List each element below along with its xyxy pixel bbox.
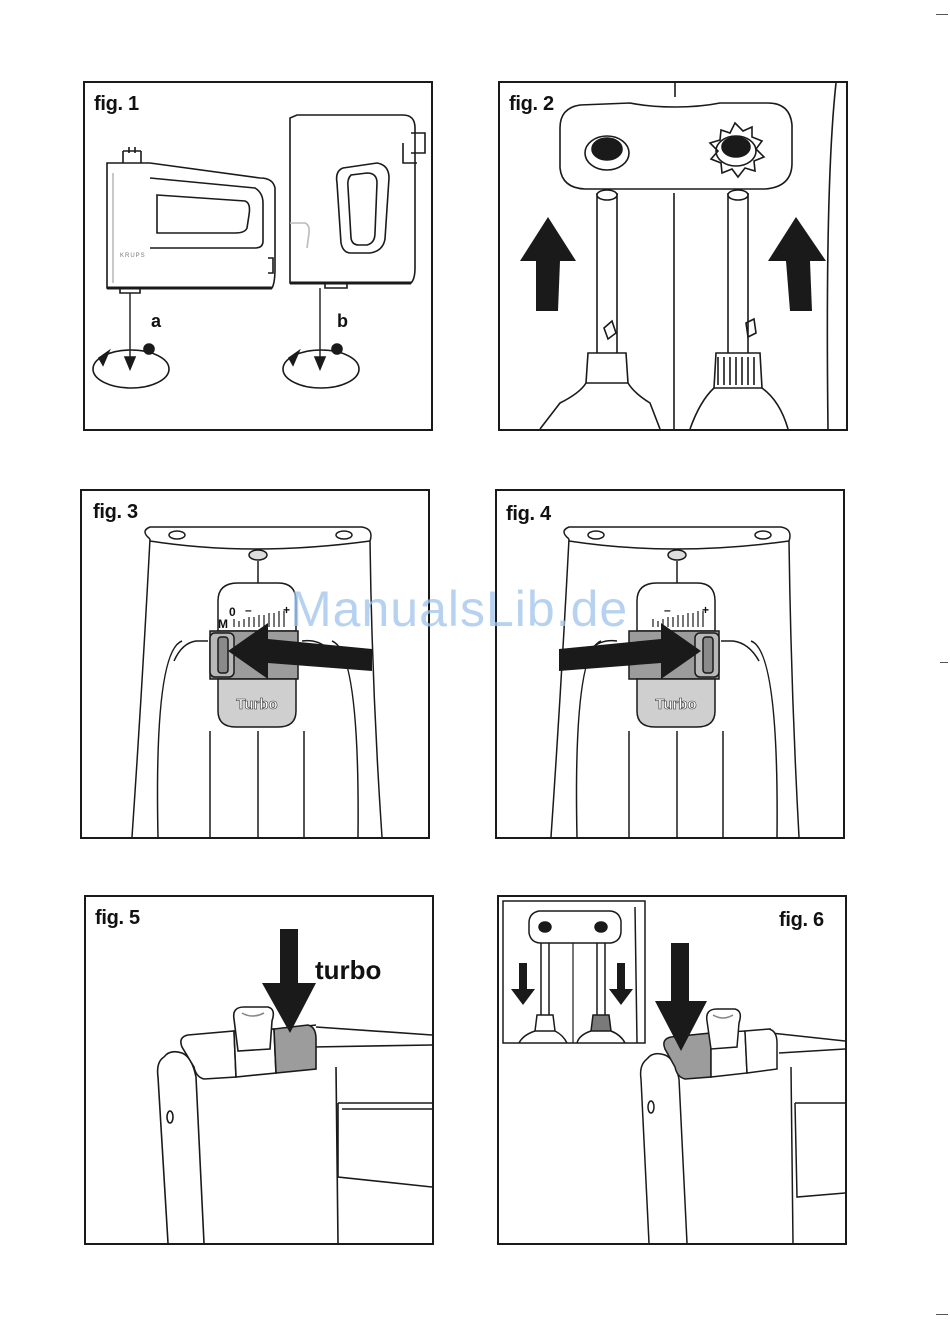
figure-4-turbo-button: Turbo: [637, 696, 715, 713]
figure-4-dial-plus: +: [702, 603, 709, 617]
figure-3-panel: fig. 3: [80, 489, 430, 839]
figure-4-panel: fig. 4 – +: [495, 489, 845, 839]
figure-5-turbo-callout: turbo: [315, 955, 381, 986]
figure-6-label: fig. 6: [779, 909, 824, 932]
figure-2-panel: fig. 2: [498, 81, 848, 431]
figure-1-callout-b: b: [337, 311, 348, 332]
figure-5-label: fig. 5: [95, 907, 140, 930]
crop-mark-bottom-right: [936, 1314, 948, 1315]
figure-3-label: fig. 3: [93, 501, 138, 524]
figure-3-turbo-button: Turbo: [218, 696, 296, 713]
figure-3-dial-plus: +: [283, 603, 290, 617]
figure-1-label: fig. 1: [94, 93, 139, 116]
figure-6-illustration: [499, 897, 845, 1243]
figure-2-label: fig. 2: [509, 93, 554, 116]
figure-1-panel: fig. 1: [83, 81, 433, 431]
crop-mark-top-right: [936, 14, 948, 15]
figure-3-illustration: [82, 491, 428, 837]
figure-1-brand-mark: KRUPS: [120, 253, 146, 259]
figure-5-illustration: [86, 897, 432, 1243]
figure-3-dial-zero: 0: [229, 605, 236, 619]
figure-4-illustration: [497, 491, 843, 837]
figure-5-panel: fig. 5 turbo: [84, 895, 434, 1245]
figure-6-panel: fig. 6: [497, 895, 847, 1245]
crop-mark-mid-right: [940, 662, 948, 663]
figure-4-dial-minus: –: [664, 603, 671, 617]
figure-1-callout-a: a: [151, 311, 161, 332]
figure-3-dial-m: M: [218, 617, 228, 631]
figure-3-dial-minus: –: [245, 603, 252, 617]
figure-4-label: fig. 4: [506, 503, 551, 526]
figure-2-illustration: [500, 83, 846, 429]
